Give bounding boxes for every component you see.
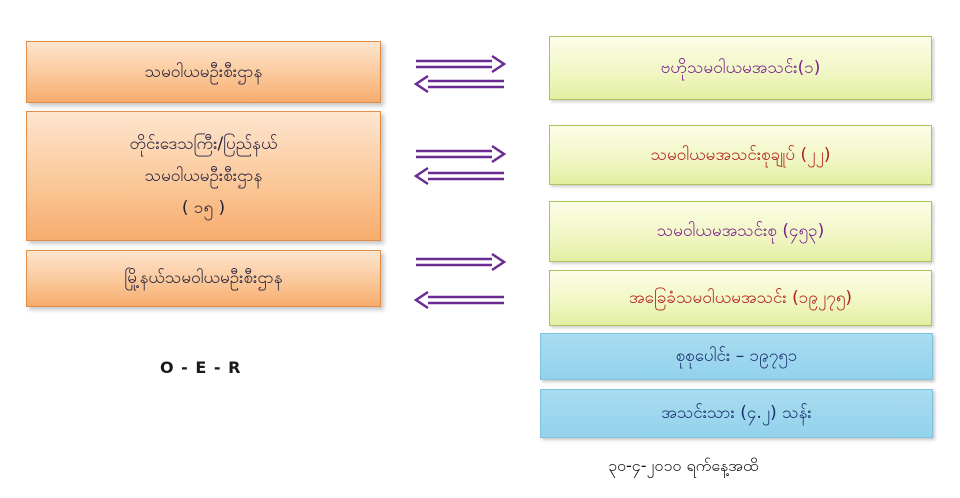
regional-department-line1: တိုင်းဒေသကြီး/ပြည်နယ် — [129, 133, 278, 154]
central-coop-box: ဗဟိုသမဝါယမအသင်း(၁) — [549, 36, 932, 100]
coop-unions-box: သမဝါယမအသင်းစု (၄၅၃) — [549, 201, 932, 262]
coop-unions-label: သမဝါယမအသင်းစု (၄၅၃) — [656, 221, 825, 242]
exchange-arrow-left-3 — [413, 290, 504, 310]
exchange-arrows-2 — [413, 144, 507, 186]
township-department-box: မြို့နယ်သမဝါယမဦးစီးဌာန — [26, 250, 381, 307]
members-box: အသင်းသား (၄.၂) သန်း — [540, 389, 933, 438]
regional-department-line2: သမဝါယမဦးစီးဌာန — [144, 165, 263, 186]
exchange-arrow-right-3 — [416, 252, 507, 272]
central-department-label: သမဝါယမဦးစီးဌာန — [144, 61, 263, 82]
date-caption: ၃၀-၄-၂၀၁၀ ရက်နေ့အထိ — [608, 456, 759, 475]
coop-syndicates-label: သမဝါယမအသင်းစုချုပ် (၂၂) — [650, 144, 831, 165]
total-box: စုစုပေါင်း – ၁၉၇၅၁ — [540, 333, 933, 380]
total-label: စုစုပေါင်း – ၁၉၇၅၁ — [675, 346, 798, 367]
members-label: အသင်းသား (၄.၂) သန်း — [661, 403, 812, 424]
primary-coops-box: အခြေခံသမဝါယမအသင်း (၁၉၂၇၅) — [549, 270, 932, 326]
coop-syndicates-box: သမဝါယမအသင်းစုချုပ် (၂၂) — [549, 125, 932, 185]
central-coop-label: ဗဟိုသမဝါယမအသင်း(၁) — [660, 57, 821, 78]
regional-department-box: တိုင်းဒေသကြီး/ပြည်နယ် သမဝါယမဦးစီးဌာန ( ၁… — [26, 111, 381, 241]
exchange-arrows-1 — [413, 54, 507, 94]
central-department-box: သမဝါယမဦးစီးဌာန — [26, 41, 381, 103]
primary-coops-label: အခြေခံသမဝါယမအသင်း (၁၉၂၇၅) — [628, 287, 853, 308]
regional-department-count: ( ၁၅ ) — [181, 198, 226, 219]
oer-legend: O - E - R — [160, 358, 242, 377]
township-department-label: မြို့နယ်သမဝါယမဦးစီးဌာန — [124, 268, 283, 289]
